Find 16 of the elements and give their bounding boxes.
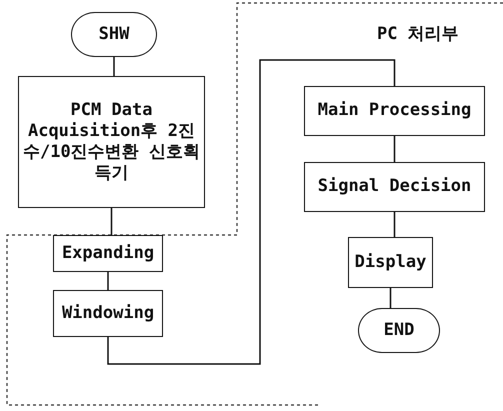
terminal-shape: SHW (71, 12, 157, 57)
connector-line (107, 272, 109, 290)
connector-line (394, 136, 396, 162)
connector-line (107, 59, 396, 365)
connector-line (390, 288, 392, 308)
process-box: Windowing (53, 290, 163, 337)
connector-line (110, 208, 112, 235)
process-box: Main Processing (304, 86, 485, 136)
connector-line (113, 57, 115, 76)
process-box: Display (348, 237, 433, 288)
connector-line (394, 212, 396, 237)
terminal-shape: END (358, 308, 440, 353)
process-box: Signal Decision (304, 162, 485, 212)
section-title: PC 처리부 (377, 23, 459, 45)
process-box: Expanding (53, 235, 163, 272)
process-box: PCM Data Acquisition후 2진수/10진수변환 신호획득기 (18, 76, 205, 208)
